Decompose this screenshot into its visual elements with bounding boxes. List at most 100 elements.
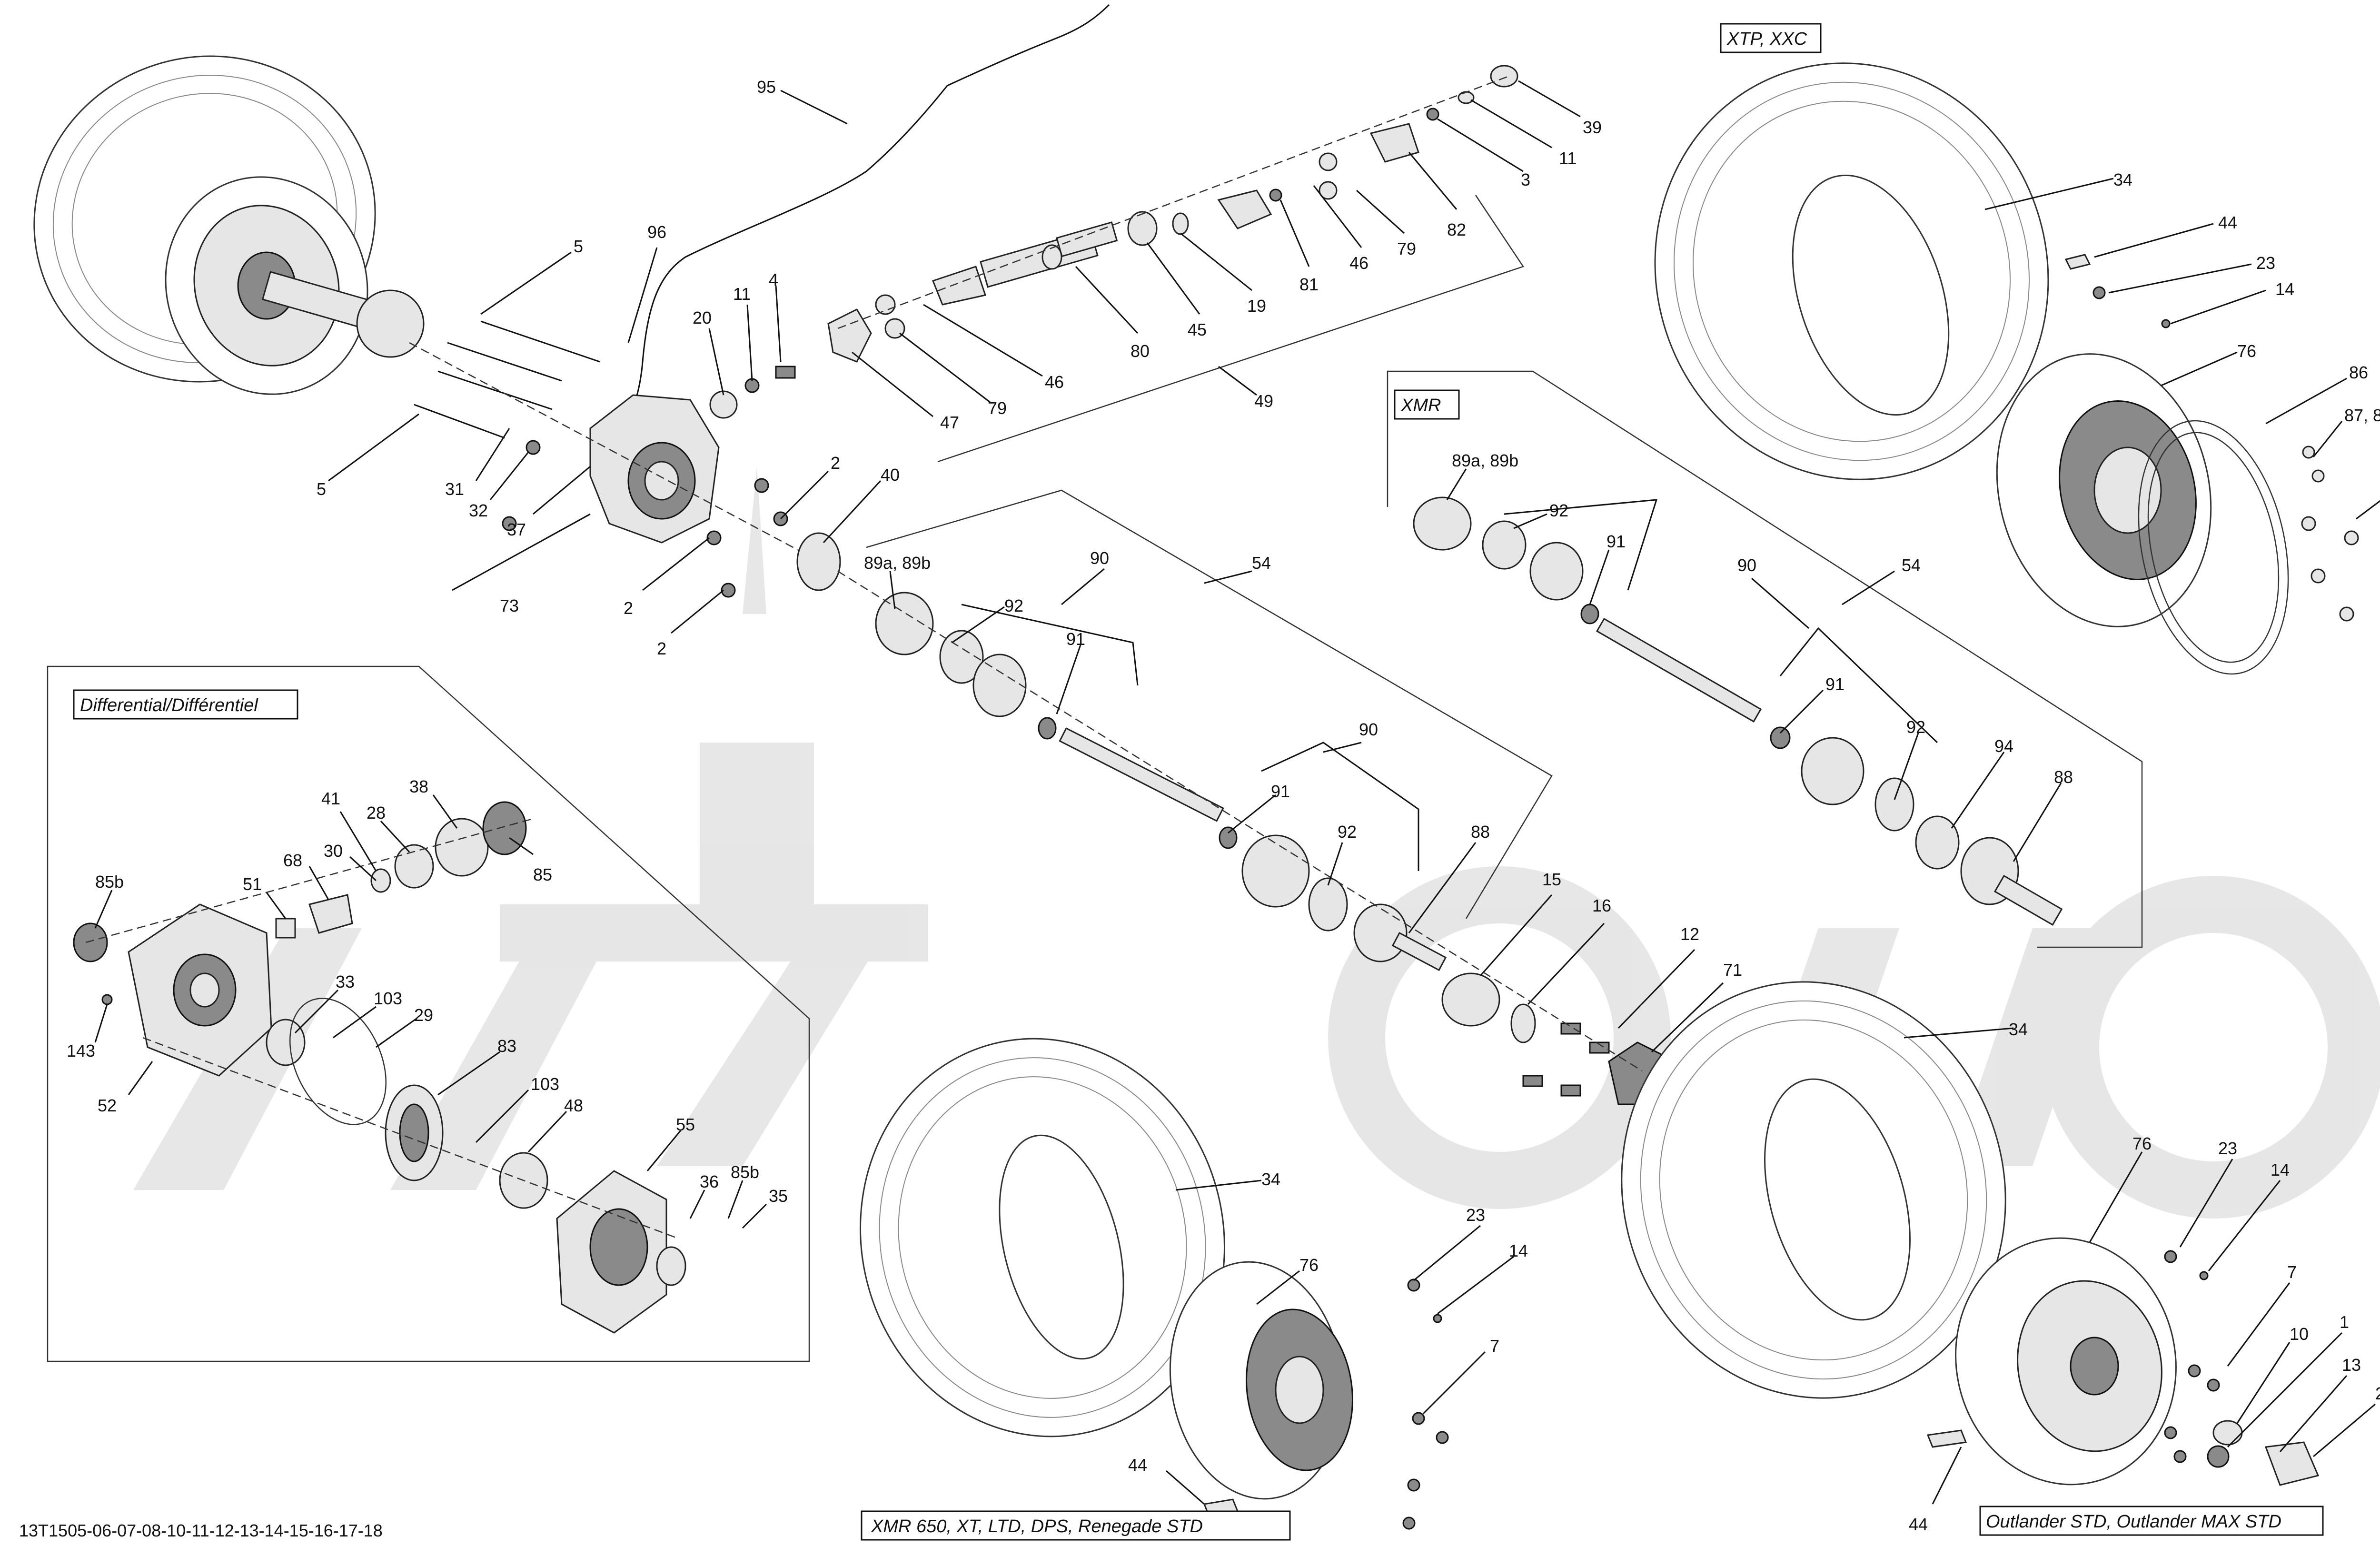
callout-82: 82	[1447, 220, 1466, 239]
callout-14b: 14	[1509, 1241, 1528, 1260]
xmr-frame: XMR	[1387, 370, 2143, 948]
callout-35: 35	[769, 1186, 788, 1206]
callout-30: 30	[324, 841, 343, 861]
callout-4: 4	[769, 270, 778, 289]
main-axle-assembly	[796, 532, 1676, 1105]
callout-47: 47	[940, 413, 959, 432]
bolt-set-top-left	[414, 320, 788, 598]
outlander-wheel	[1621, 981, 2320, 1486]
callout-81: 81	[1299, 275, 1319, 294]
xmr650-wheel	[860, 1038, 1449, 1530]
callout-85b2: 85b	[731, 1162, 759, 1182]
outlander-frame-label: Outlander STD, Outlander MAX STD	[1986, 1512, 2281, 1532]
callout-12: 12	[1680, 924, 1699, 944]
callout-34a: 34	[2113, 170, 2132, 189]
callout-7b: 7	[2287, 1262, 2297, 1282]
callout-92a: 92	[1004, 596, 1023, 615]
callout-14c: 14	[2271, 1160, 2290, 1179]
callout-86: 86	[2349, 363, 2368, 382]
callout-87: 87, 87b	[2344, 406, 2380, 425]
callout-52: 52	[98, 1096, 117, 1115]
callout-14a: 14	[2275, 279, 2294, 299]
callout-11b: 11	[1559, 149, 1577, 168]
callout-45: 45	[1188, 320, 1207, 339]
callout-71: 71	[1723, 960, 1742, 980]
callout-19: 19	[1247, 296, 1266, 316]
callout-51: 51	[243, 874, 262, 894]
callout-54: 54	[1252, 553, 1271, 573]
brake-cable	[627, 4, 1110, 419]
callout-46b: 46	[1349, 253, 1368, 273]
callout-88: 88	[1471, 822, 1490, 842]
reference-code: 13T1505-06-07-08-10-11-12-13-14-15-16-17…	[19, 1521, 383, 1540]
callout-90b: 90	[1359, 720, 1378, 739]
callout-92x1: 92	[1549, 501, 1568, 520]
callout-91a: 91	[1066, 629, 1085, 649]
xmr650-frame-label: XMR 650, XT, LTD, DPS, Renegade STD	[871, 1516, 1203, 1536]
callout-103b: 103	[531, 1074, 559, 1094]
callout-32: 32	[469, 501, 488, 520]
callout-79a: 79	[988, 398, 1007, 418]
callout-76a: 76	[2237, 341, 2256, 361]
callout-46a: 46	[1045, 372, 1064, 392]
xmr-frame-label: XMR	[1400, 396, 1441, 416]
callout-95: 95	[757, 77, 776, 97]
callout-16: 16	[1592, 896, 1611, 915]
callout-2a: 2	[624, 598, 633, 618]
callout-80: 80	[1130, 341, 1150, 361]
callout-21: 21	[2375, 1384, 2380, 1403]
callout-73: 73	[500, 596, 519, 615]
callout-33: 33	[336, 972, 355, 991]
callout-76b: 76	[1299, 1255, 1319, 1275]
callout-103a: 103	[374, 989, 402, 1008]
callout-13: 13	[2342, 1355, 2361, 1375]
callout-83: 83	[497, 1036, 516, 1056]
xtp-wheel: XTP, XXC	[1654, 23, 2359, 675]
callout-2b: 2	[657, 639, 666, 658]
callout-34b: 34	[1261, 1169, 1280, 1189]
callout-37: 37	[507, 520, 526, 539]
callout-44b: 44	[1128, 1455, 1147, 1475]
callout-94: 94	[1994, 736, 2013, 756]
callout-36: 36	[700, 1172, 719, 1191]
callout-15: 15	[1542, 870, 1561, 889]
callout-29: 29	[414, 1005, 433, 1025]
callout-44c: 44	[1909, 1515, 1928, 1534]
callout-28: 28	[367, 803, 386, 823]
callout-92x2: 92	[1906, 717, 1925, 737]
callout-34c: 34	[2009, 1020, 2028, 1039]
callout-85: 85	[533, 865, 552, 884]
callout-41: 41	[321, 789, 340, 808]
callout-54x: 54	[1902, 555, 1921, 575]
callout-11a: 11	[733, 284, 751, 304]
callout-90x: 90	[1737, 555, 1756, 575]
callout-40: 40	[881, 465, 900, 485]
callout-44a: 44	[2218, 213, 2237, 232]
callout-23c: 23	[2218, 1139, 2237, 1158]
differential-frame-label: Differential/Différentiel	[80, 695, 258, 715]
callout-90a: 90	[1090, 548, 1109, 568]
callouts: 95 96 5 5 4 11 20 31 32 37 73 2 2 2 40 4…	[67, 77, 2380, 1534]
tire-top-left	[33, 55, 425, 395]
callout-2c: 2	[831, 453, 840, 473]
callout-85b1: 85b	[95, 872, 124, 892]
callout-3: 3	[1521, 170, 1530, 189]
differential-housing-top	[589, 394, 720, 544]
callout-143: 143	[67, 1041, 95, 1060]
callout-91b: 91	[1271, 782, 1290, 801]
xtp-frame-label: XTP, XXC	[1726, 29, 1807, 49]
callout-68: 68	[283, 851, 302, 870]
callout-91x1: 91	[1606, 532, 1626, 551]
callout-1: 1	[2340, 1312, 2349, 1332]
callout-23b: 23	[1466, 1205, 1485, 1225]
callout-5b: 5	[317, 479, 326, 499]
callout-7a: 7	[1490, 1336, 1499, 1356]
callout-10: 10	[2290, 1324, 2309, 1344]
drive-shaft-assembly	[709, 65, 1518, 419]
callout-88x: 88	[2054, 767, 2073, 787]
callout-89x: 89a, 89b	[1452, 451, 1518, 470]
callout-23a: 23	[2256, 253, 2275, 273]
callout-96: 96	[647, 222, 666, 242]
callout-48: 48	[564, 1096, 583, 1115]
